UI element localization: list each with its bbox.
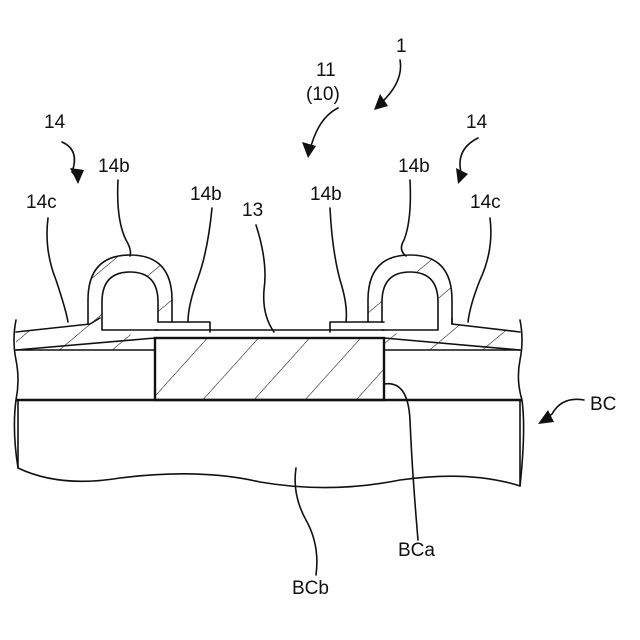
arrow-1 bbox=[380, 60, 401, 104]
label-14b-inner-right: 14b bbox=[310, 184, 342, 205]
label-bca: BCa bbox=[398, 540, 435, 561]
label-1: 1 bbox=[396, 36, 407, 57]
leader-14b-outer-right bbox=[401, 180, 410, 256]
label-14c-left: 14c bbox=[26, 192, 57, 213]
leader-bcb bbox=[295, 468, 317, 575]
film-14c-left bbox=[16, 324, 155, 350]
label-13: 13 bbox=[242, 200, 263, 221]
arch-14b-right bbox=[368, 255, 452, 330]
leader-14c-right bbox=[468, 218, 491, 322]
arrow-bc-head bbox=[538, 410, 554, 424]
leader-14b-outer-left bbox=[118, 180, 131, 256]
leader-bca bbox=[384, 384, 418, 540]
leader-14c-left bbox=[47, 218, 68, 322]
base-body-bcb bbox=[18, 400, 520, 488]
label-10: (10) bbox=[306, 84, 340, 105]
label-bcb: BCb bbox=[292, 578, 329, 599]
label-14c-right: 14c bbox=[470, 192, 501, 213]
arch-14b-left bbox=[88, 255, 172, 330]
label-14b-outer-right: 14b bbox=[398, 156, 430, 177]
arrow-11 bbox=[310, 108, 338, 150]
leader-14b-inner-left bbox=[188, 208, 212, 322]
arrow-1-head bbox=[374, 94, 388, 110]
leader-14b-inner-right bbox=[330, 208, 346, 322]
leader-13 bbox=[256, 225, 274, 332]
element-13-block bbox=[155, 338, 384, 400]
label-11: 11 bbox=[316, 60, 336, 81]
arrow-14-left-head bbox=[70, 168, 84, 184]
label-14b-inner-left: 14b bbox=[190, 184, 222, 205]
arrow-14-right-head bbox=[456, 168, 468, 184]
label-14b-outer-left: 14b bbox=[98, 156, 130, 177]
arrow-14-right bbox=[460, 138, 478, 176]
label-bc: BC bbox=[590, 394, 616, 415]
label-14-left: 14 bbox=[44, 112, 66, 133]
arrow-11-head bbox=[302, 142, 316, 158]
label-14-right: 14 bbox=[466, 112, 488, 133]
film-14c-right bbox=[384, 324, 520, 350]
